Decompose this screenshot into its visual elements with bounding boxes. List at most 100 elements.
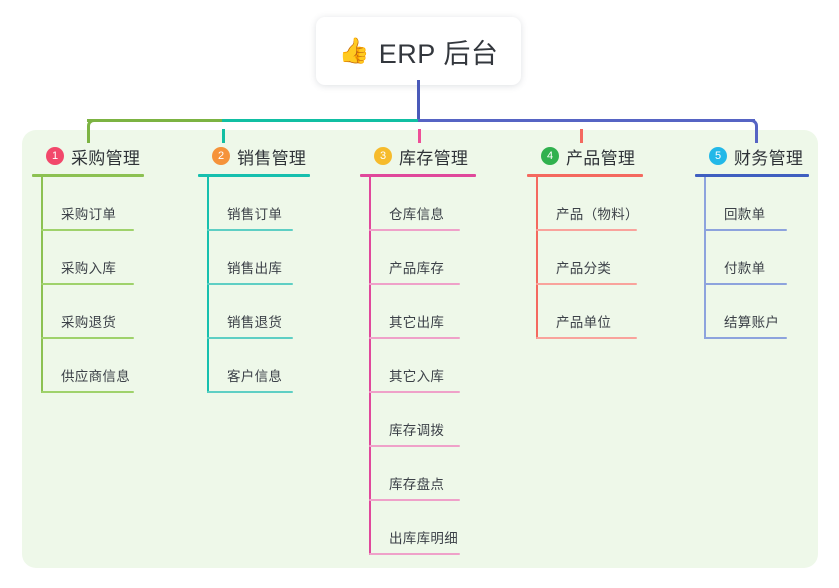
- leaf-stem-财务管理: [704, 177, 706, 339]
- leaf-item-underline: [369, 391, 460, 393]
- leaf-item[interactable]: 供应商信息: [32, 339, 152, 393]
- category-badge-5: 5: [709, 147, 727, 165]
- leaf-item-underline: [704, 229, 787, 231]
- leaf-item[interactable]: 产品单位: [527, 285, 645, 339]
- leaf-item-label: 销售订单: [227, 207, 283, 222]
- leaf-item[interactable]: 库存调拨: [360, 393, 480, 447]
- leaf-item-label: 采购入库: [61, 261, 117, 276]
- leaf-item[interactable]: 出库库明细: [360, 501, 480, 555]
- leaf-item[interactable]: 产品分类: [527, 231, 645, 285]
- leaf-item-label: 库存调拨: [389, 423, 445, 438]
- drop-line-库存管理: [418, 129, 421, 143]
- category-label: 产品管理: [566, 148, 636, 168]
- leaf-item-label: 产品库存: [389, 261, 445, 276]
- category-header-产品管理[interactable]: 4 产品管理: [527, 143, 645, 169]
- category-label: 采购管理: [71, 148, 141, 168]
- category-badge-1: 1: [46, 147, 64, 165]
- category-column-产品管理: 4 产品管理产品（物料） 产品分类产品单位: [527, 143, 645, 339]
- category-underline: [32, 174, 144, 177]
- leaf-item-label: 产品（物料）: [556, 207, 639, 222]
- leaf-item-label: 销售出库: [227, 261, 283, 276]
- leaf-item-underline: [369, 283, 460, 285]
- leaf-item-label: 库存盘点: [389, 477, 445, 492]
- root-node-erp-backend[interactable]: 👍 ERP 后台: [316, 17, 521, 85]
- leaf-item[interactable]: 产品（物料）: [527, 177, 645, 231]
- leaf-item-label: 产品单位: [556, 315, 612, 330]
- leaf-item[interactable]: 采购入库: [32, 231, 152, 285]
- leaf-item-label: 客户信息: [227, 369, 283, 384]
- trunk-segment-green: [87, 119, 222, 122]
- category-underline: [527, 174, 643, 177]
- leaf-item[interactable]: 销售退货: [198, 285, 314, 339]
- leaf-list-产品管理: 产品（物料） 产品分类产品单位: [527, 177, 645, 339]
- leaf-item-underline: [41, 283, 134, 285]
- drop-line-销售管理: [222, 129, 225, 143]
- leaf-item-label: 其它出库: [389, 315, 445, 330]
- leaf-item-underline: [41, 391, 134, 393]
- leaf-list-库存管理: 仓库信息产品库存其它出库其它入库库存调拨库存盘点出库库明细: [360, 177, 480, 555]
- leaf-item[interactable]: 库存盘点: [360, 447, 480, 501]
- leaf-item-label: 出库库明细: [389, 531, 458, 546]
- leaf-item[interactable]: 仓库信息: [360, 177, 480, 231]
- leaf-item-underline: [704, 337, 787, 339]
- thumbs-up-icon: 👍: [338, 36, 370, 65]
- leaf-item[interactable]: 客户信息: [198, 339, 314, 393]
- leaf-item-label: 其它入库: [389, 369, 445, 384]
- leaf-item-underline: [536, 229, 637, 231]
- category-underline: [198, 174, 310, 177]
- root-stem: [417, 80, 420, 122]
- leaf-item-underline: [41, 337, 134, 339]
- leaf-item[interactable]: 产品库存: [360, 231, 480, 285]
- category-header-采购管理[interactable]: 1 采购管理: [32, 143, 152, 169]
- trunk-elbow-left: [87, 119, 100, 132]
- leaf-item-underline: [704, 283, 787, 285]
- leaf-item-label: 回款单: [724, 207, 766, 222]
- trunk-elbow-right: [745, 119, 758, 132]
- leaf-item[interactable]: 结算账户: [695, 285, 813, 339]
- leaf-item-underline: [536, 337, 637, 339]
- leaf-item-underline: [207, 337, 293, 339]
- leaf-stem-产品管理: [536, 177, 538, 339]
- category-badge-4: 4: [541, 147, 559, 165]
- leaf-item[interactable]: 其它入库: [360, 339, 480, 393]
- leaf-list-财务管理: 回款单付款单结算账户: [695, 177, 813, 339]
- trunk-segment-blue: [418, 119, 755, 122]
- leaf-item-label: 结算账户: [724, 315, 780, 330]
- category-label: 销售管理: [237, 148, 307, 168]
- diagram-background-panel: [22, 130, 818, 568]
- leaf-item[interactable]: 销售订单: [198, 177, 314, 231]
- leaf-stem-库存管理: [369, 177, 371, 555]
- leaf-item[interactable]: 其它出库: [360, 285, 480, 339]
- leaf-stem-销售管理: [207, 177, 209, 393]
- leaf-item[interactable]: 采购退货: [32, 285, 152, 339]
- leaf-item[interactable]: 回款单: [695, 177, 813, 231]
- leaf-item-underline: [369, 445, 460, 447]
- leaf-item[interactable]: 销售出库: [198, 231, 314, 285]
- leaf-item-label: 供应商信息: [61, 369, 130, 384]
- drop-line-财务管理: [755, 129, 758, 143]
- leaf-item-underline: [41, 229, 134, 231]
- leaf-item[interactable]: 付款单: [695, 231, 813, 285]
- leaf-item[interactable]: 采购订单: [32, 177, 152, 231]
- leaf-list-采购管理: 采购订单采购入库采购退货供应商信息: [32, 177, 152, 393]
- leaf-stem-采购管理: [41, 177, 43, 393]
- category-column-采购管理: 1 采购管理采购订单采购入库采购退货供应商信息: [32, 143, 152, 393]
- leaf-item-underline: [369, 337, 460, 339]
- drop-line-采购管理: [87, 129, 90, 143]
- category-badge-3: 3: [374, 147, 392, 165]
- leaf-item-underline: [369, 229, 460, 231]
- drop-line-产品管理: [580, 129, 583, 143]
- leaf-item-label: 采购退货: [61, 315, 117, 330]
- leaf-item-underline: [369, 553, 460, 555]
- category-underline: [695, 174, 809, 177]
- root-node-title: ERP 后台: [378, 38, 499, 69]
- leaf-list-销售管理: 销售订单销售出库销售退货客户信息: [198, 177, 314, 393]
- leaf-item-underline: [207, 391, 293, 393]
